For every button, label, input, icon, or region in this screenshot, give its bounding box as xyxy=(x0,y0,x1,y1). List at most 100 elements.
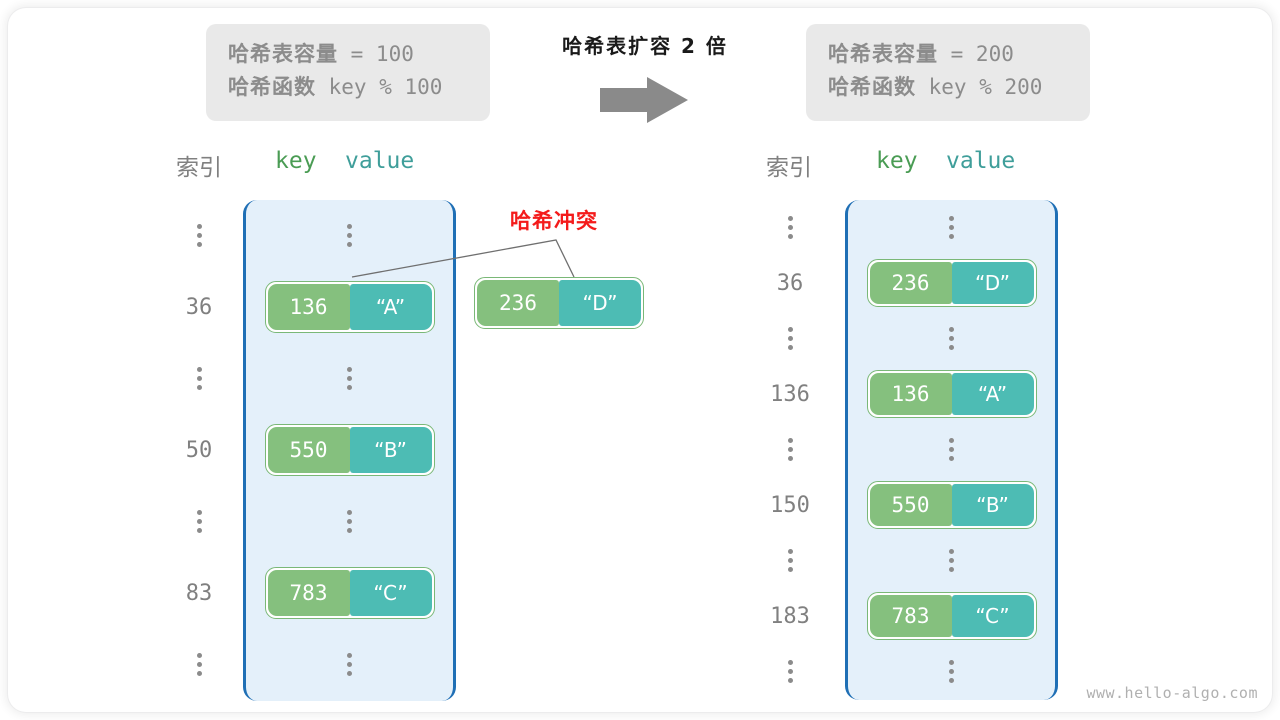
config-left-capacity-label: 哈希表容量 xyxy=(228,42,338,66)
left-key-column-header: key xyxy=(275,148,317,174)
entry-key: 550 xyxy=(267,427,350,474)
bucket-ellipsis xyxy=(246,486,453,558)
bucket-ellipsis xyxy=(848,200,1055,256)
hash-table-config-left: 哈希表容量 = 100 哈希函数 key % 100 xyxy=(206,24,490,121)
entry-key: 136 xyxy=(267,284,350,331)
right-index-column-header: 索引 xyxy=(766,155,812,181)
original-hash-table: 136“A” 550“B” 783“C” xyxy=(243,200,456,701)
bucket-row: 783“C” xyxy=(848,589,1055,645)
key-value-entry: 783“C” xyxy=(264,567,435,620)
bucket-row: 783“C” xyxy=(246,558,453,630)
config-right-function-line: 哈希函数 key % 200 xyxy=(828,71,1068,104)
entry-key: 550 xyxy=(869,484,952,527)
entry-key: 783 xyxy=(869,595,952,638)
key-value-entry: 550“B” xyxy=(264,424,435,477)
bucket-row: 136“A” xyxy=(246,272,453,344)
collision-entry: 236 “D” xyxy=(474,277,644,329)
index-ellipsis xyxy=(755,533,825,589)
entry-value: “A” xyxy=(951,373,1034,416)
config-right-capacity-value: = 200 xyxy=(938,42,1014,66)
index-label: 183 xyxy=(770,603,810,629)
entry-key: 136 xyxy=(869,373,952,416)
key-value-entry: 236“D” xyxy=(866,259,1037,308)
config-right-function-label: 哈希函数 xyxy=(828,74,916,99)
entry-key: 783 xyxy=(267,570,350,617)
entry-value: “B” xyxy=(951,484,1034,527)
vertical-ellipsis-icon xyxy=(949,216,954,240)
bucket-ellipsis xyxy=(848,533,1055,589)
vertical-ellipsis-icon xyxy=(787,327,793,351)
bucket-ellipsis xyxy=(848,644,1055,700)
resize-operation-label: 哈希表扩容 2 倍 xyxy=(562,34,728,58)
bucket-ellipsis xyxy=(848,422,1055,478)
entry-key: 236 xyxy=(869,262,952,305)
index-label: 150 xyxy=(770,492,810,518)
index-ellipsis xyxy=(755,311,825,367)
key-value-entry: 136“A” xyxy=(264,281,435,334)
index-ellipsis xyxy=(170,343,228,415)
bucket-ellipsis xyxy=(246,629,453,701)
bucket-ellipsis xyxy=(848,311,1055,367)
vertical-ellipsis-icon xyxy=(787,660,793,684)
resized-hash-table: 236“D” 136“A” 550“B” 783“C” xyxy=(845,200,1058,700)
index-ellipsis xyxy=(755,644,825,700)
config-right-function-value: key % 200 xyxy=(916,74,1043,99)
bucket-row: 550“B” xyxy=(848,478,1055,534)
vertical-ellipsis-icon xyxy=(196,367,202,391)
left-index-column-header: 索引 xyxy=(176,155,222,181)
vertical-ellipsis-icon xyxy=(347,510,352,534)
right-value-column-header: value xyxy=(946,148,1016,174)
vertical-ellipsis-icon xyxy=(787,216,793,240)
index-label: 136 xyxy=(770,381,810,407)
vertical-ellipsis-icon xyxy=(196,510,202,534)
key-value-entry: 136“A” xyxy=(866,370,1037,419)
collision-entry-key: 236 xyxy=(477,280,559,326)
config-left-function-value: key % 100 xyxy=(316,74,443,99)
left-value-column-header: value xyxy=(345,148,415,174)
entry-value: “C” xyxy=(349,570,432,617)
vertical-ellipsis-icon xyxy=(949,438,954,462)
vertical-ellipsis-icon xyxy=(949,660,954,684)
right-arrow-icon xyxy=(600,77,688,123)
vertical-ellipsis-icon xyxy=(196,224,202,248)
config-left-capacity-line: 哈希表容量 = 100 xyxy=(228,38,468,71)
watermark: www.hello-algo.com xyxy=(1086,684,1258,702)
config-left-capacity-value: = 100 xyxy=(338,42,414,66)
vertical-ellipsis-icon xyxy=(949,549,954,573)
bucket-ellipsis xyxy=(246,200,453,272)
collision-entry-value: “D” xyxy=(559,280,641,326)
vertical-ellipsis-icon xyxy=(949,327,954,351)
vertical-ellipsis-icon xyxy=(196,653,202,677)
entry-value: “C” xyxy=(951,595,1034,638)
hash-table-config-right: 哈希表容量 = 200 哈希函数 key % 200 xyxy=(806,24,1090,121)
index-ellipsis xyxy=(755,200,825,256)
vertical-ellipsis-icon xyxy=(787,549,793,573)
entry-value: “A” xyxy=(349,284,432,331)
bucket-ellipsis xyxy=(246,343,453,415)
index-label: 83 xyxy=(185,580,213,606)
page-frame xyxy=(8,8,1272,712)
index-ellipsis xyxy=(170,486,228,558)
config-right-capacity-line: 哈希表容量 = 200 xyxy=(828,38,1068,71)
config-left-function-line: 哈希函数 key % 100 xyxy=(228,71,468,104)
right-key-column-header: key xyxy=(876,148,918,174)
entry-value: “D” xyxy=(951,262,1034,305)
bucket-row: 236“D” xyxy=(848,256,1055,312)
entry-value: “B” xyxy=(349,427,432,474)
hash-collision-label: 哈希冲突 xyxy=(510,209,598,233)
index-label: 50 xyxy=(185,437,213,463)
key-value-entry: 783“C” xyxy=(866,592,1037,641)
vertical-ellipsis-icon xyxy=(347,367,352,391)
vertical-ellipsis-icon xyxy=(347,653,352,677)
bucket-row: 550“B” xyxy=(246,415,453,487)
key-value-entry: 550“B” xyxy=(866,481,1037,530)
vertical-ellipsis-icon xyxy=(787,438,793,462)
index-ellipsis xyxy=(170,629,228,701)
config-right-capacity-label: 哈希表容量 xyxy=(828,42,938,66)
bucket-row: 136“A” xyxy=(848,367,1055,423)
config-left-function-label: 哈希函数 xyxy=(228,74,316,99)
vertical-ellipsis-icon xyxy=(347,224,352,248)
